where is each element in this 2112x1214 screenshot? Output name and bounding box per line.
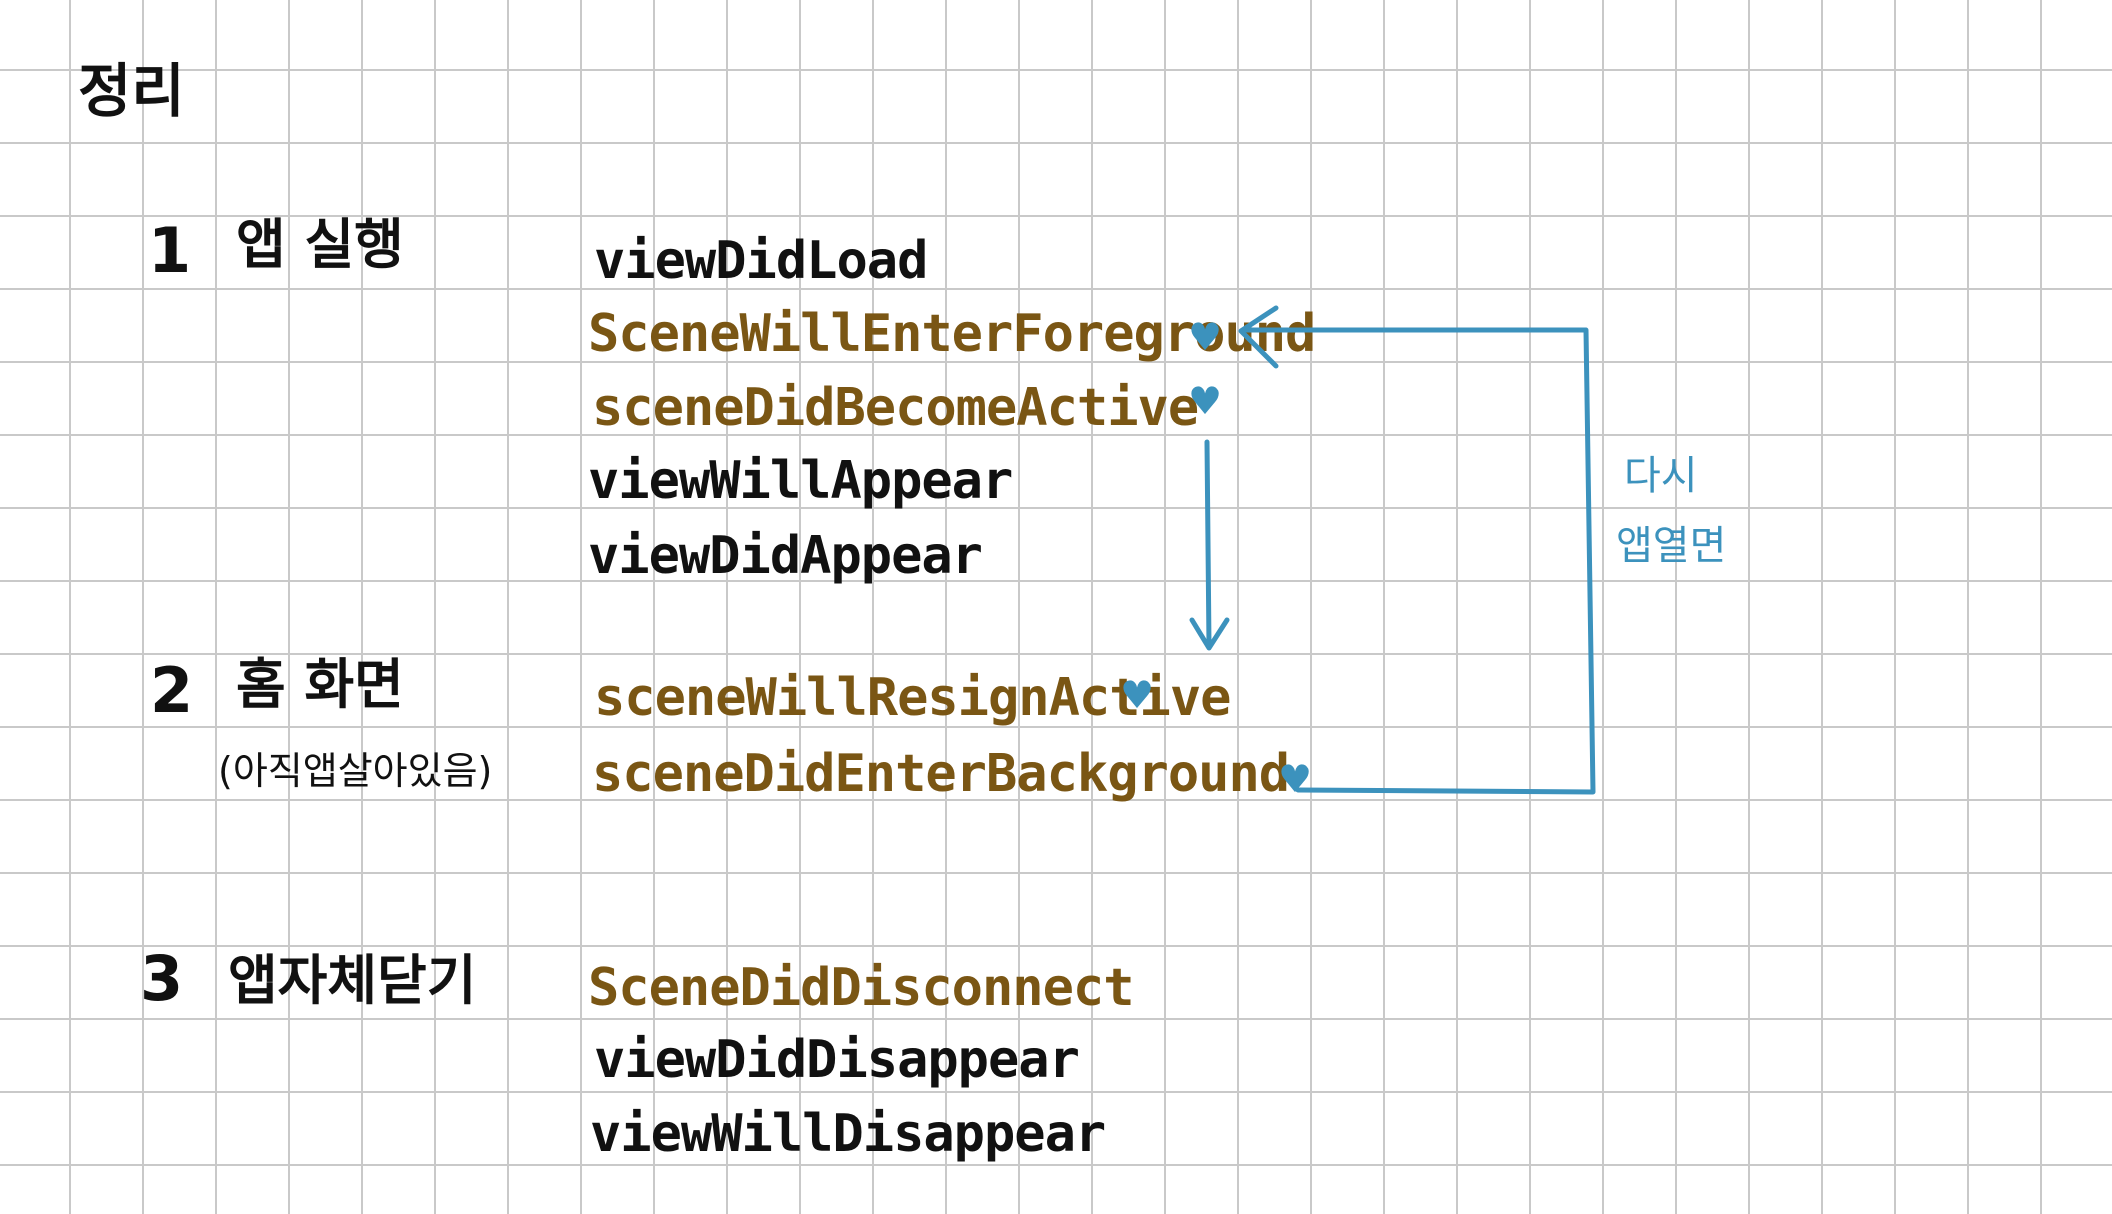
event-scene-did-enter-background: sceneDidEnterBackground [592,744,1290,804]
event-scene-will-enter-foreground: SceneWillEnterForeground [588,304,1316,364]
loop-arrow-head [1238,305,1279,369]
event-view-will-appear: viewWillAppear [588,451,1013,511]
event-view-did-appear: viewDidAppear [588,526,983,586]
section-2-subheading: (아직앱살아있음) [218,749,493,793]
heart-icon: ♥ [1188,379,1223,423]
event-scene-will-resign-active: sceneWillResignActive [594,668,1231,728]
loop-note-line1: 다시 [1624,453,1698,499]
down-arrow-head [1189,617,1230,651]
section-1-number: 1 [148,214,192,287]
event-scene-did-become-active: sceneDidBecomeActive [592,378,1199,438]
section-1-heading: 앱 실행 [236,213,404,276]
event-scene-did-disconnect: SceneDidDisconnect [588,958,1135,1018]
section-2-heading: 홈 화면 [236,653,404,716]
event-view-will-disappear: viewWillDisappear [590,1104,1106,1164]
section-3-heading: 앱자체닫기 [228,949,477,1012]
loop-arrow [1243,327,1596,795]
page-title: 정리 [78,57,185,125]
heart-icon: ♥ [1120,673,1155,717]
event-view-did-disappear: viewDidDisappear [594,1030,1080,1090]
heart-icon: ♥ [1188,315,1223,359]
event-view-did-load: viewDidLoad [594,231,928,291]
down-arrow [1204,439,1212,648]
section-3-number: 3 [140,942,184,1015]
section-2-number: 2 [150,654,194,727]
loop-note-line2: 앱열면 [1616,523,1727,569]
